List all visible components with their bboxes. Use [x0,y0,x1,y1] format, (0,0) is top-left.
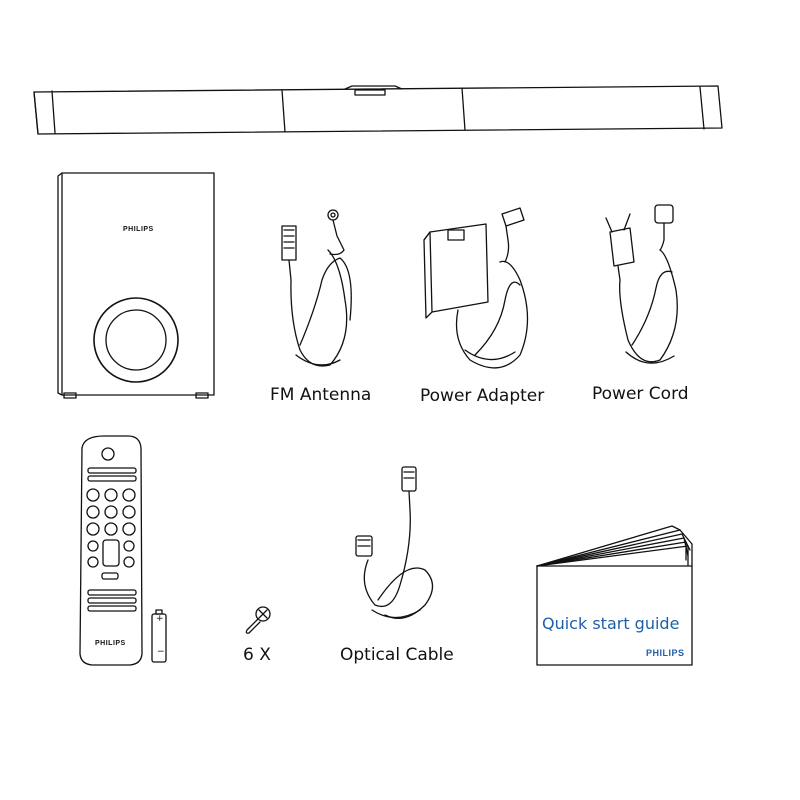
quick-start-guide-brand: PHILIPS [646,648,685,658]
subwoofer-brand-logo: PHILIPS [123,226,154,233]
power-cord-label: Power Cord [592,384,689,404]
mains-plug-icon [609,227,635,267]
fm-connector-icon [281,225,297,261]
soundbar [33,85,723,135]
remote-brand-logo: PHILIPS [95,640,126,647]
quick-start-guide-title: Quick start guide [542,614,680,633]
battery-minus-sign: − [157,647,165,657]
remote-power-button [101,447,115,461]
subwoofer-port-inner [105,309,167,371]
fm-antenna-label: FM Antenna [270,385,372,405]
battery [151,609,167,663]
fm-ring-icon [327,209,339,221]
battery-plus-sign: + [156,614,164,624]
adapter-brick-icon [429,223,489,313]
iec-connector-icon [654,204,674,224]
optical-cable-drawing [355,466,434,619]
optical-cable-label: Optical Cable [340,645,454,665]
screw-icon [245,606,271,634]
power-cord-drawing [605,204,678,364]
subwoofer [57,172,215,399]
power-adapter-drawing [423,207,529,369]
dc-plug-icon [501,207,525,227]
fm-antenna-drawing [281,209,352,367]
optical-plug-top-icon [401,466,417,492]
screw-quantity-label: 6 X [243,645,271,665]
remote-control [79,435,143,666]
optical-plug-bottom-icon [355,535,373,557]
quick-start-guide-booklet [536,525,693,666]
power-adapter-label: Power Adapter [420,386,545,406]
subwoofer-port-outer [93,297,179,383]
